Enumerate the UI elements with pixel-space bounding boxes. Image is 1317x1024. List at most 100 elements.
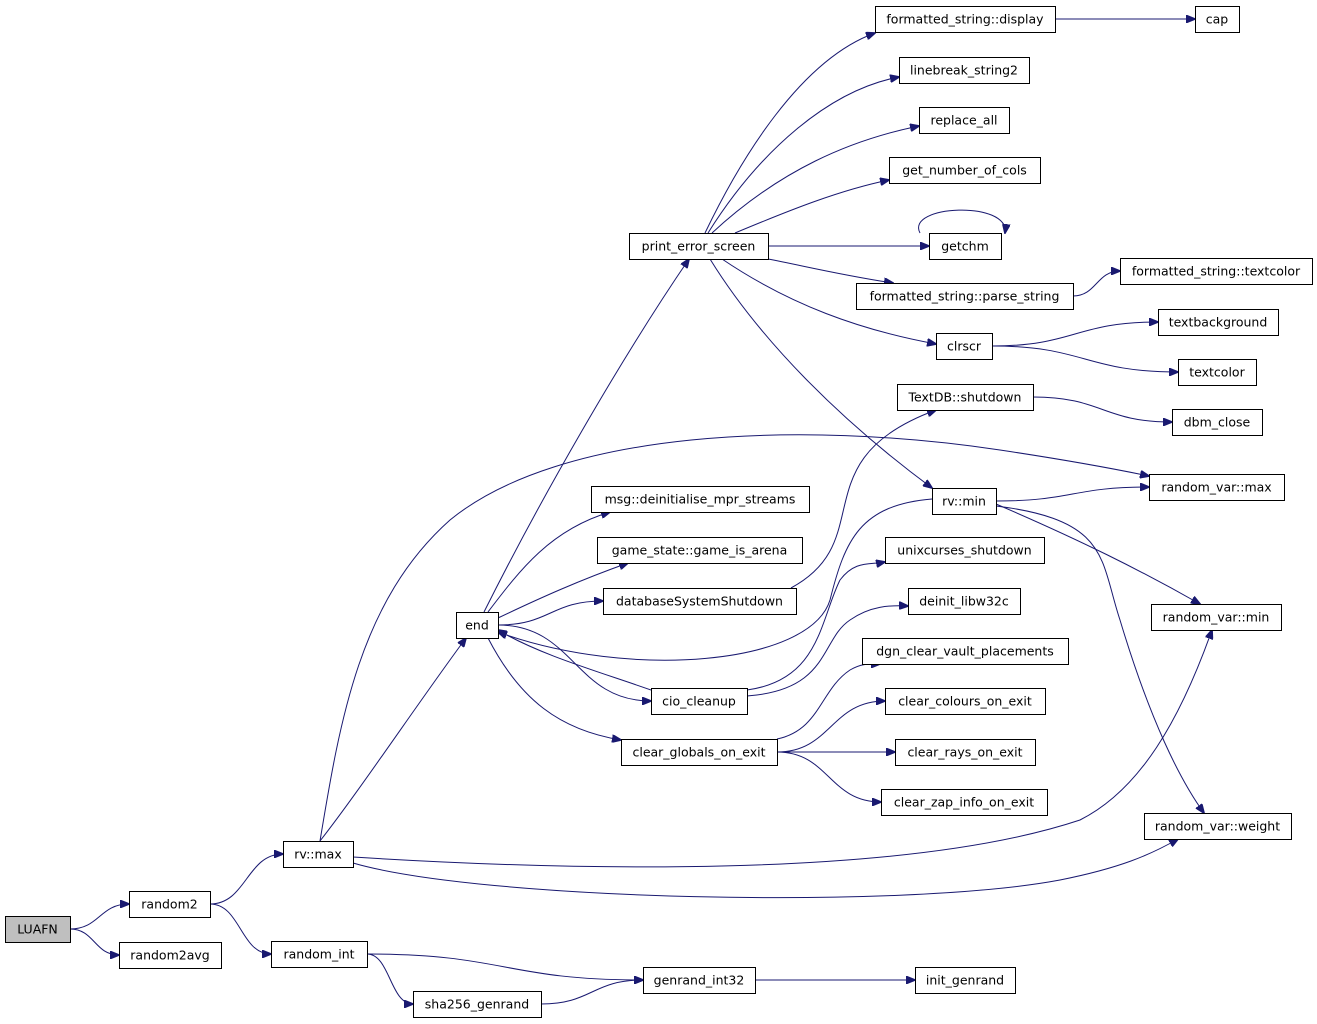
edge-rv_min-to-end (498, 498, 933, 661)
node-box (1172, 409, 1263, 436)
edge-print_error_screen-to-fs_display (704, 33, 875, 234)
edge-print_error_screen-to-get_cols (734, 180, 889, 234)
edge-random2-to-random_int (209, 903, 271, 954)
node-fs_display[interactable]: formatted_string::display (875, 6, 1056, 33)
node-label: get_number_of_cols (902, 163, 1027, 178)
node-box (119, 942, 222, 969)
node-clear_globals[interactable]: clear_globals_on_exit (621, 739, 778, 766)
node-label: random2avg (130, 948, 209, 963)
node-box (1151, 604, 1282, 631)
edge-end-to-msg_deinit (487, 512, 610, 613)
edge-layer (69, 19, 1212, 1004)
edge-rv_max-to-rvar_min (352, 630, 1212, 868)
node-box (456, 612, 499, 639)
edge-fs_parse-to-fs_textcolor (1072, 271, 1120, 297)
edge-rv_max-to-rvar_weight (352, 839, 1178, 899)
node-rv_min[interactable]: rv::min (932, 488, 997, 515)
node-box (862, 638, 1069, 665)
node-msg_deinit[interactable]: msg::deinitialise_mpr_streams (591, 486, 810, 513)
node-cap[interactable]: cap (1195, 6, 1240, 33)
node-label: random_var::min (1163, 610, 1270, 625)
node-box (885, 537, 1045, 564)
node-box (932, 488, 997, 515)
node-box (856, 283, 1074, 310)
node-rvar_weight[interactable]: random_var::weight (1144, 813, 1292, 840)
edge-print_error_screen-to-clrscr (721, 258, 936, 344)
node-textcolor[interactable]: textcolor (1178, 359, 1257, 386)
node-genrand_int32[interactable]: genrand_int32 (643, 967, 756, 994)
edge-rv_max-to-end (319, 638, 466, 842)
node-label: sha256_genrand (425, 997, 529, 1012)
node-linebreak[interactable]: linebreak_string2 (899, 57, 1030, 84)
node-label: cio_cleanup (662, 694, 736, 709)
node-clear_colours[interactable]: clear_colours_on_exit (885, 688, 1046, 715)
node-get_cols[interactable]: get_number_of_cols (889, 157, 1041, 184)
node-label: init_genrand (926, 973, 1004, 988)
node-box (1158, 309, 1279, 336)
node-random_int[interactable]: random_int (271, 941, 368, 968)
node-box (129, 891, 211, 918)
node-random2[interactable]: random2 (129, 891, 211, 918)
node-getchm[interactable]: getchm (929, 233, 1002, 260)
node-label: clear_zap_info_on_exit (894, 795, 1034, 810)
node-end[interactable]: end (456, 612, 499, 639)
node-deinit_libw32c[interactable]: deinit_libw32c (908, 588, 1021, 615)
node-print_error_screen[interactable]: print_error_screen (629, 233, 769, 260)
node-rv_max[interactable]: rv::max (283, 841, 354, 868)
node-box (899, 57, 1030, 84)
node-label: databaseSystemShutdown (616, 594, 783, 609)
node-box (621, 739, 778, 766)
node-box (889, 157, 1041, 184)
node-textbackground[interactable]: textbackground (1158, 309, 1279, 336)
node-box (929, 233, 1002, 260)
node-rvar_min[interactable]: random_var::min (1151, 604, 1282, 631)
edge-getchm-to-getchm (918, 209, 1006, 233)
node-box (413, 991, 542, 1018)
node-box (897, 384, 1034, 411)
node-box (283, 841, 354, 868)
edge-end-to-print_error_screen (483, 259, 689, 613)
node-init_genrand[interactable]: init_genrand (915, 967, 1016, 994)
edge-print_error_screen-to-fs_parse (767, 258, 893, 283)
node-cio_cleanup[interactable]: cio_cleanup (651, 688, 748, 715)
node-LUAFN[interactable]: LUAFN (5, 916, 71, 943)
node-label: msg::deinitialise_mpr_streams (605, 492, 796, 507)
node-box (1178, 359, 1257, 386)
node-dgn_clear[interactable]: dgn_clear_vault_placements (862, 638, 1069, 665)
node-random2avg[interactable]: random2avg (119, 942, 222, 969)
node-replace_all[interactable]: replace_all (919, 107, 1010, 134)
edge-random_int-to-genrand_int32 (366, 953, 643, 980)
node-label: getchm (941, 239, 989, 254)
node-fs_parse[interactable]: formatted_string::parse_string (856, 283, 1074, 310)
node-fs_textcolor[interactable]: formatted_string::textcolor (1120, 258, 1313, 285)
edge-end-to-game_is_arena (497, 563, 628, 619)
node-box (885, 688, 1046, 715)
node-label: clear_colours_on_exit (898, 694, 1032, 709)
node-label: dbm_close (1184, 415, 1251, 430)
node-dbShutdown[interactable]: databaseSystemShutdown (603, 588, 797, 615)
node-label: replace_all (930, 113, 997, 128)
node-textdb_shutdown[interactable]: TextDB::shutdown (897, 384, 1034, 411)
node-game_is_arena[interactable]: game_state::game_is_arena (597, 537, 803, 564)
node-box (875, 6, 1056, 33)
edge-print_error_screen-to-rv_min (709, 258, 932, 488)
node-sha256_genrand[interactable]: sha256_genrand (413, 991, 542, 1018)
node-label: TextDB::shutdown (908, 390, 1022, 405)
node-box (651, 688, 748, 715)
edge-end-to-cio_cleanup (497, 624, 651, 701)
node-box (915, 967, 1016, 994)
node-label: random_var::weight (1155, 819, 1280, 834)
node-box (271, 941, 368, 968)
node-label: rv::min (942, 494, 986, 509)
node-unixcurses[interactable]: unixcurses_shutdown (885, 537, 1045, 564)
node-box (1144, 813, 1292, 840)
edge-random_int-to-sha256_genrand (366, 953, 413, 1004)
node-rvar_max[interactable]: random_var::max (1149, 474, 1285, 501)
edge-LUAFN-to-random2avg (69, 928, 119, 955)
edge-print_error_screen-to-replace_all (711, 126, 919, 234)
node-clear_rays[interactable]: clear_rays_on_exit (895, 739, 1036, 766)
node-clear_zap[interactable]: clear_zap_info_on_exit (881, 789, 1048, 816)
node-dbm_close[interactable]: dbm_close (1172, 409, 1263, 436)
edge-cio_cleanup-to-end (498, 630, 652, 691)
node-clrscr[interactable]: clrscr (936, 333, 993, 360)
